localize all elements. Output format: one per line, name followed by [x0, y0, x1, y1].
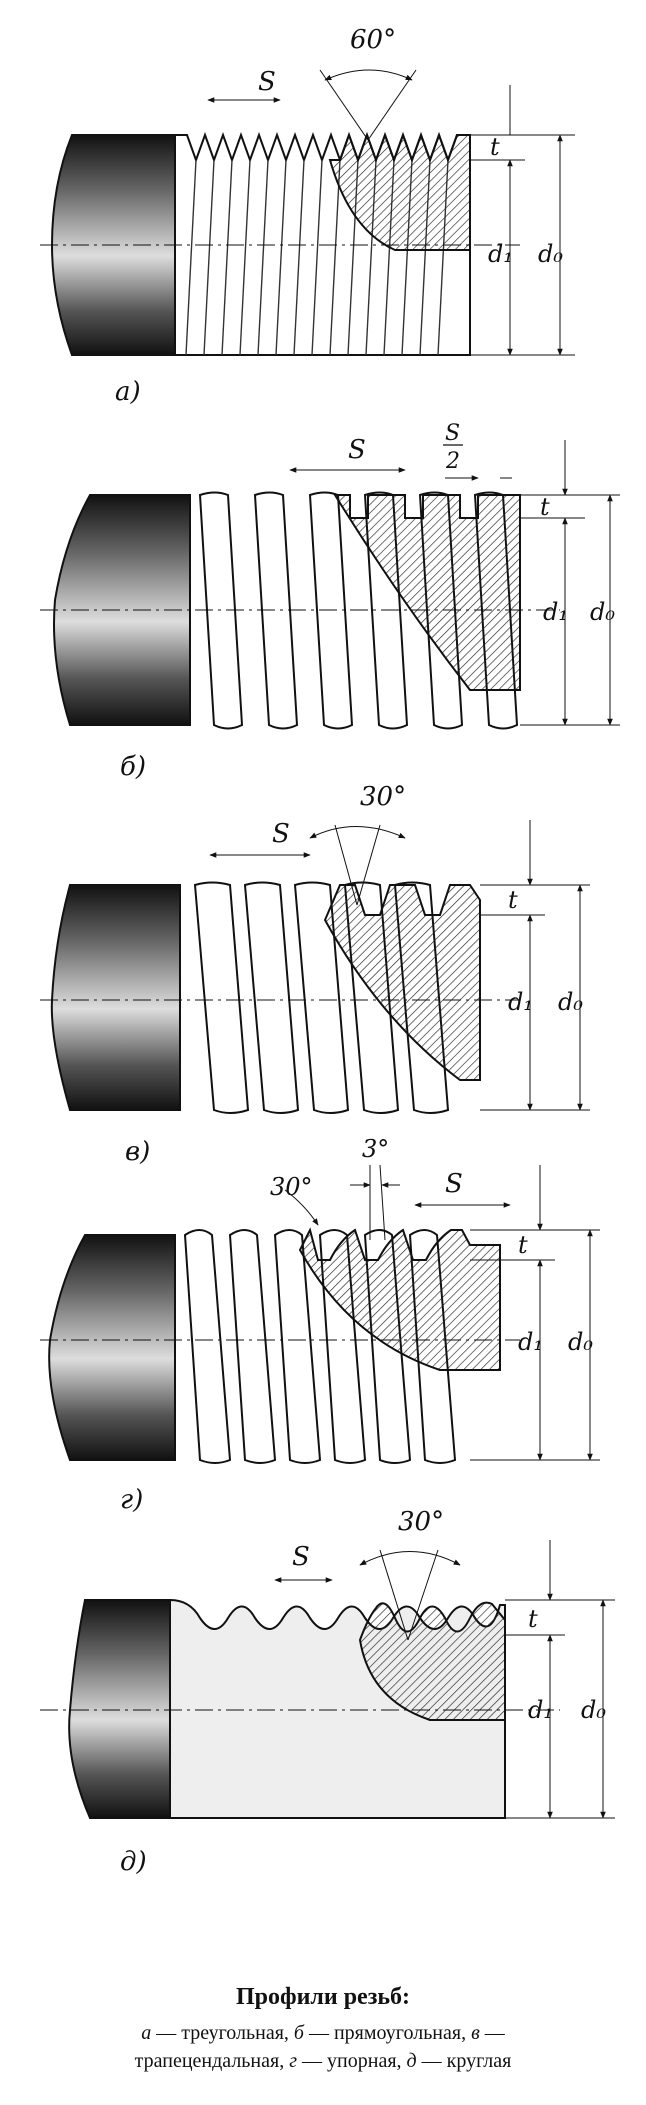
- panel-g-body: [48, 1234, 176, 1461]
- panel-v-label: в): [125, 1137, 150, 1167]
- panel-v-inner-diameter-label: d₁: [508, 988, 533, 1016]
- caption-text-a: — треугольная,: [151, 2022, 294, 2044]
- caption-text-d: — круглая: [416, 2050, 512, 2072]
- panel-a-outer-diameter-label: d₀: [538, 240, 563, 268]
- panel-b-rectangular-thread: S S 2 t d₁ d₀ б): [40, 421, 620, 782]
- panel-v-body: [50, 884, 181, 1111]
- panel-d-depth-label: t: [528, 1605, 538, 1633]
- panel-d-pitch-label: S: [292, 1542, 310, 1572]
- panel-g-section-hatch: [298, 1227, 501, 1371]
- caption-letter-a: а: [141, 2022, 152, 2044]
- panel-d-round-thread: S 30° t d₁ d₀ д): [40, 1507, 615, 1877]
- panel-v-angle-label: 30°: [360, 782, 406, 812]
- panel-a-triangular-thread: S 60° t d₁ d₀ а): [40, 25, 575, 407]
- panel-g-label: г): [120, 1485, 143, 1515]
- panel-b-section-hatch: [333, 494, 521, 691]
- panel-d-body: [68, 1599, 171, 1819]
- panel-a-inner-diameter-label: d₁: [488, 240, 513, 268]
- panel-g-depth-label: t: [518, 1231, 528, 1259]
- panel-b-half-pitch-numerator: S: [445, 421, 460, 446]
- caption-title: Профили резьб:: [235, 1984, 411, 2010]
- panel-g-angle-label: 30°: [270, 1173, 313, 1201]
- caption-text-v: —: [479, 2022, 505, 2044]
- panel-g-small-angle-label: 3°: [362, 1135, 389, 1163]
- panel-b-depth-label: t: [540, 493, 550, 521]
- panel-a-label: а): [115, 377, 141, 407]
- panel-v-outer-diameter-label: d₀: [558, 988, 583, 1016]
- panel-d-inner-diameter-label: d₁: [528, 1696, 553, 1724]
- panel-g-buttress-thread: S 30° 3° t d₁ d₀ г): [40, 1135, 600, 1515]
- panel-d-outer-diameter-label: d₀: [581, 1696, 606, 1724]
- panel-b-inner-diameter-label: d₁: [543, 598, 568, 626]
- panel-b-outer-diameter-label: d₀: [590, 598, 615, 626]
- panel-v-section-hatch: [323, 884, 481, 1081]
- panel-v-depth-label: t: [508, 886, 518, 914]
- caption-letter-g: г: [289, 2050, 298, 2072]
- panel-a-depth-label: t: [490, 133, 500, 161]
- caption-line-2: трапецендальная, г — упорная, д — кругла…: [0, 2050, 646, 2073]
- panel-d-section-hatch: [358, 1601, 506, 1721]
- caption-line-1: а — треугольная, б — прямоугольная, в —: [0, 2022, 646, 2045]
- caption-text-v-cont: трапецендальная,: [134, 2050, 290, 2072]
- panel-v-pitch-label: S: [272, 819, 290, 849]
- panel-d-angle-label: 30°: [398, 1507, 444, 1537]
- caption-letter-b: б: [293, 2022, 304, 2044]
- panel-d-label: д): [120, 1847, 147, 1877]
- panel-a-pitch-label: S: [258, 67, 276, 97]
- panel-g-outer-diameter-label: d₀: [568, 1328, 593, 1356]
- panel-b-label: б): [120, 752, 146, 782]
- caption-text-g: — упорная,: [297, 2050, 407, 2072]
- panel-b-pitch-label: S: [348, 435, 366, 465]
- caption-letter-v: в: [471, 2022, 480, 2044]
- panel-v-trapezoidal-thread: S 30° t d₁ d₀ в): [40, 782, 590, 1167]
- panel-a-angle-label: 60°: [350, 25, 396, 55]
- panel-b-half-pitch-denominator: 2: [445, 449, 460, 474]
- caption-letter-d: д: [406, 2050, 417, 2072]
- caption-text-b: — прямоугольная,: [303, 2022, 472, 2044]
- panel-g-inner-diameter-label: d₁: [518, 1328, 543, 1356]
- panel-g-pitch-label: S: [445, 1169, 463, 1199]
